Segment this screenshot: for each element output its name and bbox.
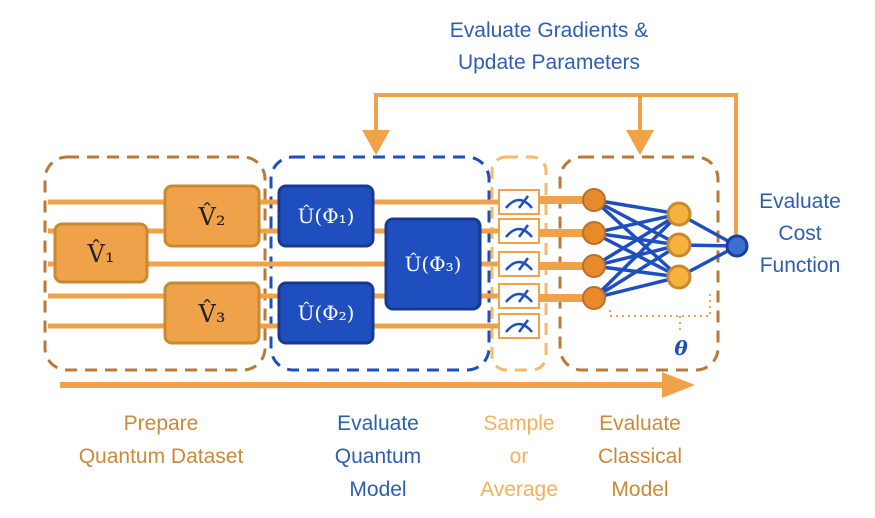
meter-icon	[498, 218, 540, 244]
meter-icon	[498, 189, 540, 215]
svg-text:Average: Average	[480, 478, 558, 501]
feedback-line-left	[374, 93, 738, 243]
stage-label-classical: Evaluate Classical Model	[598, 412, 682, 501]
nn-hidden-node	[666, 201, 692, 227]
nn-input-node	[582, 254, 606, 278]
neural-network-nodes	[582, 188, 749, 310]
nn-input-node	[582, 188, 606, 212]
gate-u2-label: Û(Φ₂)	[298, 300, 355, 325]
gate-u2: Û(Φ₂)	[277, 281, 375, 345]
svg-text:Quantum Dataset: Quantum Dataset	[79, 445, 244, 468]
nn-edge	[593, 212, 680, 235]
stage-label-quantum: Evaluate Quantum Model	[335, 412, 421, 501]
nn-input-node	[582, 221, 606, 245]
feedback-arrowhead-right	[626, 130, 654, 155]
nn-hidden-node	[666, 232, 692, 258]
meter-icon	[498, 283, 540, 309]
svg-text:Model: Model	[611, 478, 668, 501]
gate-v2-label: V̂₂	[198, 203, 226, 231]
cost-label-line2: Cost	[778, 222, 821, 245]
classical-wires	[540, 196, 594, 302]
svg-text:Quantum: Quantum	[335, 445, 421, 468]
flow-arrow-head	[662, 372, 695, 398]
stage-label-prepare: Prepare Quantum Dataset	[79, 412, 244, 468]
nn-edge	[593, 198, 680, 216]
stage-label-sample: Sample or Average	[480, 412, 558, 501]
measurement-meters	[498, 189, 540, 339]
nn-input-node	[582, 286, 606, 310]
svg-text:Model: Model	[349, 478, 406, 501]
gate-u1: Û(Φ₁)	[277, 184, 375, 248]
svg-text:Sample: Sample	[483, 412, 554, 435]
gate-u3-label: Û(Φ₃)	[405, 251, 462, 276]
gate-v1: V̂₁	[53, 222, 149, 284]
feedback-label-line2: Update Parameters	[458, 51, 640, 74]
nn-edge	[593, 243, 680, 300]
gate-v3: V̂₃	[163, 281, 261, 345]
gate-v2: V̂₂	[163, 184, 261, 248]
nn-hidden-node	[666, 264, 692, 290]
gate-v1-label: V̂₁	[87, 240, 115, 268]
gate-v3-label: V̂₃	[198, 300, 226, 328]
nn-output-node	[725, 234, 749, 258]
nn-edge	[592, 212, 681, 300]
svg-text:or: or	[510, 445, 529, 468]
nn-edge	[593, 275, 680, 300]
prepare-dataset-box	[43, 155, 267, 372]
svg-text:Evaluate: Evaluate	[337, 412, 419, 435]
svg-text:Evaluate: Evaluate	[599, 412, 681, 435]
cost-label-line3: Function	[760, 254, 841, 277]
svg-text:Prepare: Prepare	[124, 412, 199, 435]
theta-label: θ	[674, 336, 688, 360]
theta-bracket	[609, 292, 711, 330]
neural-network-edges	[592, 198, 738, 300]
meter-icon	[498, 251, 540, 277]
nn-edge	[593, 212, 680, 268]
gate-u3: Û(Φ₃)	[384, 217, 482, 311]
cost-label-line1: Evaluate	[759, 190, 841, 213]
gate-u1-label: Û(Φ₁)	[298, 203, 355, 228]
feedback-label-line1: Evaluate Gradients &	[450, 19, 648, 42]
feedback-arrowhead-left	[362, 130, 390, 155]
svg-text:Classical: Classical	[598, 445, 682, 468]
meter-icon	[498, 313, 540, 339]
